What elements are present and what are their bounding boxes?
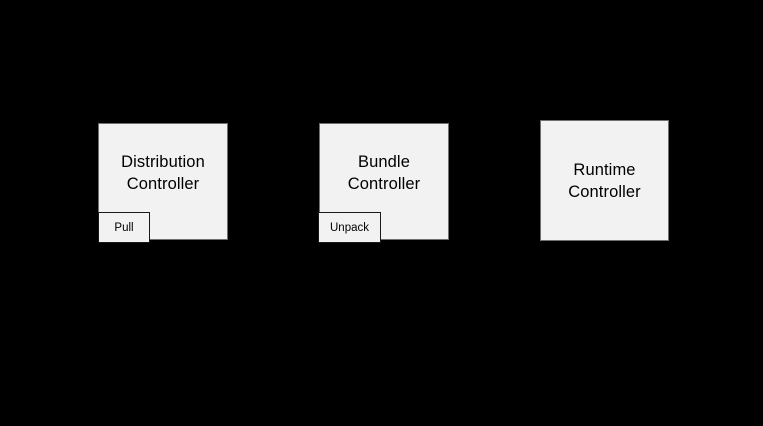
action-box-unpack[interactable]: Unpack (318, 212, 381, 243)
node-bundle-controller-label: Bundle Controller (347, 152, 421, 193)
node-runtime-controller[interactable]: Runtime Controller (540, 120, 669, 241)
action-box-unpack-label: Unpack (330, 221, 369, 234)
node-runtime-controller-label: Runtime Controller (568, 160, 641, 201)
action-box-pull-label: Pull (114, 221, 134, 234)
node-distribution-controller-label: Distribution Controller (121, 152, 205, 193)
action-box-pull[interactable]: Pull (98, 212, 150, 243)
